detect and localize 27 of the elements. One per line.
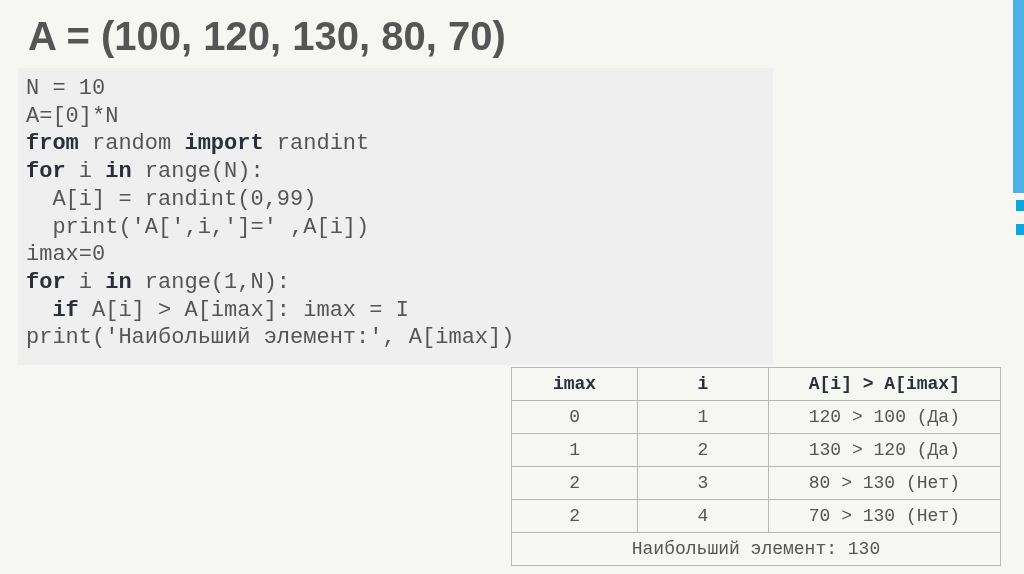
code-line: print('A[',i,']=' ,A[i]) bbox=[51, 214, 370, 241]
table-cell: 2 bbox=[511, 499, 638, 533]
code-line: for i in range(1,N): bbox=[26, 269, 291, 296]
code-line: from random import randint bbox=[26, 131, 370, 158]
table-cell: 130 > 120 (Да) bbox=[768, 433, 1001, 467]
table-cell: 70 > 130 (Нет) bbox=[768, 499, 1001, 533]
table-cell: 3 bbox=[637, 466, 769, 500]
code-line: imax=0 bbox=[26, 242, 106, 269]
code-line: if A[i] > A[imax]: imax = I bbox=[51, 297, 409, 324]
code-line: A[i] = randint(0,99) bbox=[51, 186, 317, 213]
table-cell: 2 bbox=[637, 433, 769, 467]
column-header: i bbox=[637, 367, 769, 401]
code-line: A=[0]*N bbox=[26, 103, 119, 130]
table-cell: 2 bbox=[511, 466, 638, 500]
column-header: A[i] > A[imax] bbox=[768, 367, 1001, 401]
table-cell: 4 bbox=[637, 499, 769, 533]
slide-title: A = (100, 120, 130, 80, 70) bbox=[28, 14, 506, 59]
table-cell: 1 bbox=[637, 400, 769, 434]
table-cell: 80 > 130 (Нет) bbox=[768, 466, 1001, 500]
code-line: for i in range(N): bbox=[26, 159, 264, 186]
code-line: N = 10 bbox=[26, 76, 106, 102]
code-line: print('Наибольший элемент:', A[imax]) bbox=[26, 325, 515, 352]
table-cell: 120 > 100 (Да) bbox=[768, 400, 1001, 434]
table-cell: 1 bbox=[511, 433, 638, 467]
result-cell: Наибольший элемент: 130 bbox=[511, 532, 1001, 566]
column-header: imax bbox=[511, 367, 638, 401]
table-cell: 0 bbox=[511, 400, 638, 434]
